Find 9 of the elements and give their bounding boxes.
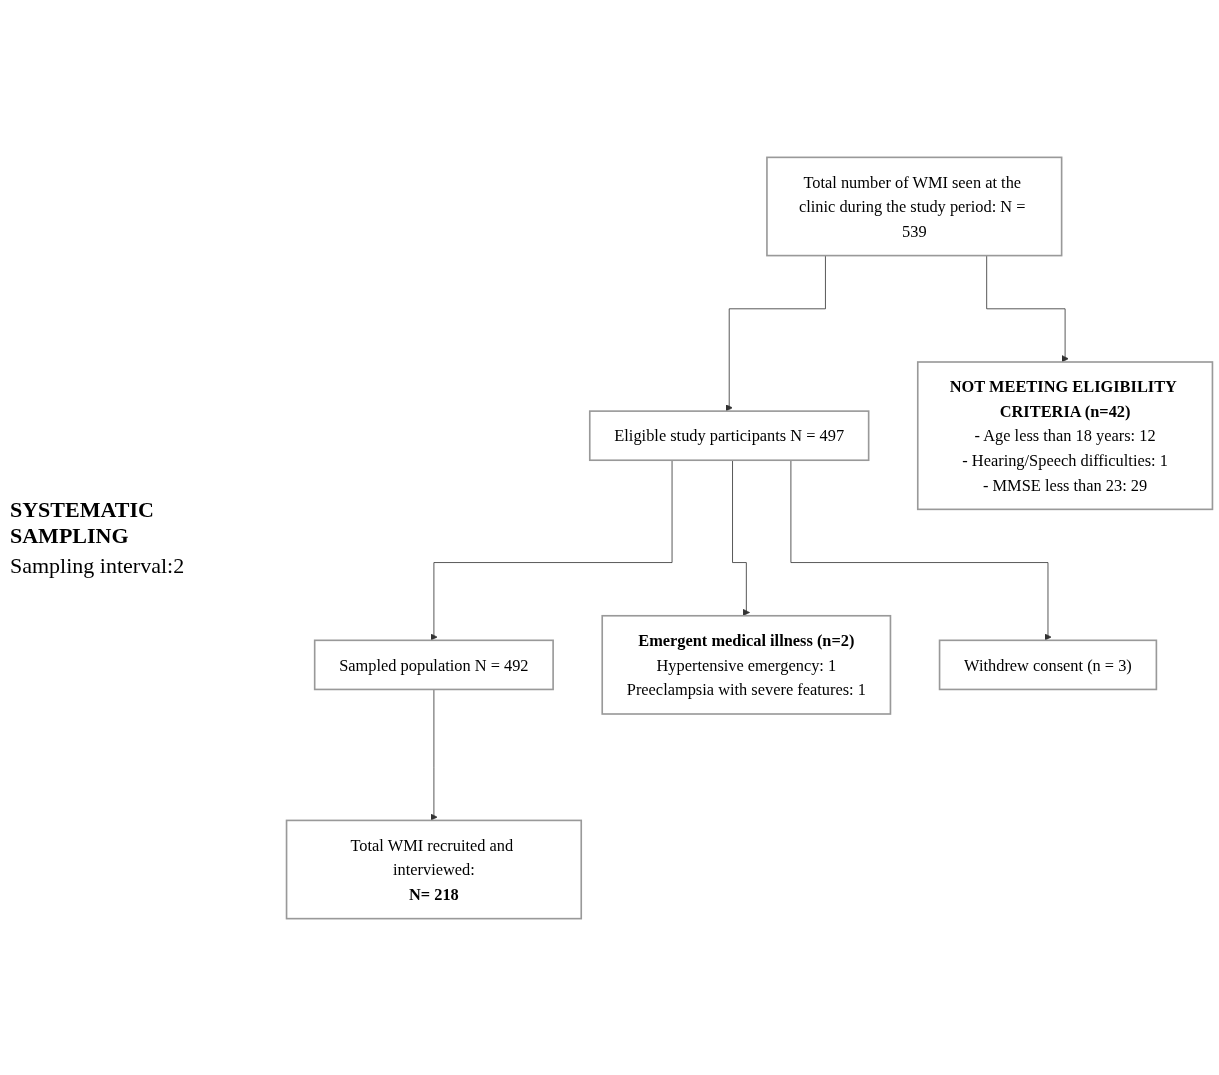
node-box: Total WMI recruited and interviewed: N= 218 [285, 819, 583, 919]
node-box: NOT MEETING ELIGIBILITY CRITERIA (n=42) - Age less than 18 years: 12 - Hearing/Speech difficulties: 1 - MMSE less than 23: 29 [916, 360, 1214, 510]
node-box: Sampled population N = 492 [313, 639, 554, 690]
node-box: Total number of WMI seen at the clinic during the study period: N = 539 [766, 156, 1063, 256]
section-heading: SYSTEMATIC SAMPLING [10, 496, 155, 549]
node-box: Withdrew consent (n = 3) [938, 639, 1158, 690]
node-box: Emergent medical illness (n=2) Hypertensive emergency: 1 Preeclampsia with severe features: 1 [601, 614, 892, 715]
note-text: Sampling interval:2 [10, 552, 186, 579]
node-box: Eligible study participants N = 497 [588, 409, 870, 461]
